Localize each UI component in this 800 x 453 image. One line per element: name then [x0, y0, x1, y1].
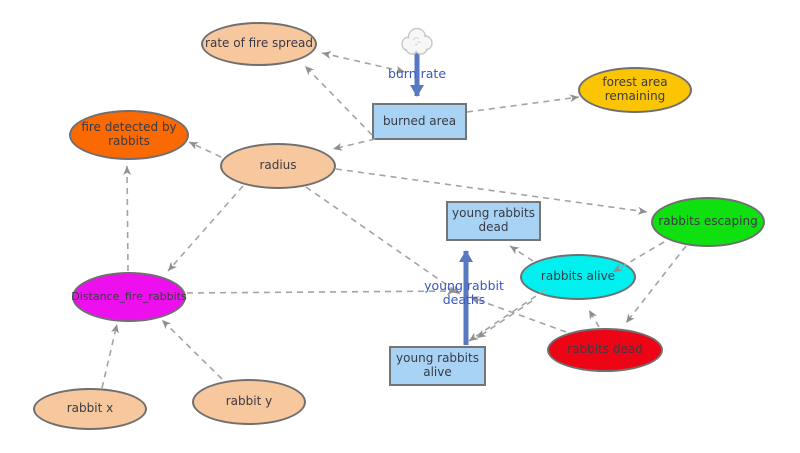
- node-young-rabbits-alive[interactable]: young rabbits alive: [389, 346, 486, 386]
- edge-radius-fire-detected: [188, 141, 222, 158]
- node-rabbits-dead[interactable]: rabbits dead: [547, 328, 663, 372]
- node-forest-area-remaining[interactable]: forest area remaining: [578, 67, 692, 113]
- node-fire-detected-by-rabbits[interactable]: fire detected by rabbits: [69, 110, 189, 160]
- node-rabbits-alive[interactable]: rabbits alive: [520, 254, 636, 300]
- node-label: fire detected by rabbits: [81, 120, 177, 148]
- node-label: rate of fire spread: [205, 36, 313, 51]
- node-label: young rabbits alive: [396, 351, 479, 379]
- flow-label-young-rabbit-deaths[interactable]: young rabbit deaths: [424, 278, 504, 308]
- node-label: forest area remaining: [602, 75, 668, 103]
- edge-radius-distance: [167, 185, 244, 272]
- node-burned-area[interactable]: burned area: [372, 103, 467, 140]
- node-label: rabbit y: [225, 394, 273, 409]
- node-label: rabbits alive: [540, 269, 616, 284]
- node-label: rabbit x: [66, 401, 114, 416]
- node-label: radius: [259, 158, 297, 173]
- edge-rabbit-x-distance: [101, 323, 119, 389]
- node-rabbit-y[interactable]: rabbit y: [192, 379, 306, 425]
- node-young-rabbits-dead[interactable]: young rabbits dead: [446, 201, 541, 241]
- cloud-source-icon: [401, 27, 433, 55]
- edge-burned-area-rate-of-fire-spread: [304, 65, 373, 136]
- node-label: rabbits dead: [567, 342, 643, 357]
- node-distance-fire-rabbits[interactable]: Distance_fire_rabbits: [71, 272, 187, 322]
- edge-distance-fire-detected: [123, 165, 132, 272]
- edge-burned-area-radius: [332, 138, 376, 151]
- edge-rabbits-alive-young-rabbits-dead: [509, 245, 534, 262]
- edge-rabbit-y-distance: [161, 319, 223, 380]
- edge-distance-young-rabbit-deaths: [186, 287, 457, 296]
- node-radius[interactable]: radius: [220, 143, 336, 189]
- node-rabbits-escaping[interactable]: rabbits escaping: [651, 197, 765, 247]
- node-rate-of-fire-spread[interactable]: rate of fire spread: [201, 22, 317, 66]
- node-rabbit-x[interactable]: rabbit x: [33, 388, 147, 430]
- edge-rabbits-escaping-rabbits-dead: [625, 245, 687, 324]
- flow-label-burn-rate[interactable]: burn rate: [387, 66, 447, 81]
- node-label: young rabbits dead: [452, 206, 535, 234]
- edge-rabbits-dead-rabbits-alive: [588, 309, 600, 328]
- node-label: burned area: [382, 113, 457, 128]
- node-label: rabbits escaping: [658, 214, 758, 229]
- node-label: Distance_fire_rabbits: [71, 289, 187, 303]
- edge-burned-area-forest-area-remaining: [466, 94, 580, 113]
